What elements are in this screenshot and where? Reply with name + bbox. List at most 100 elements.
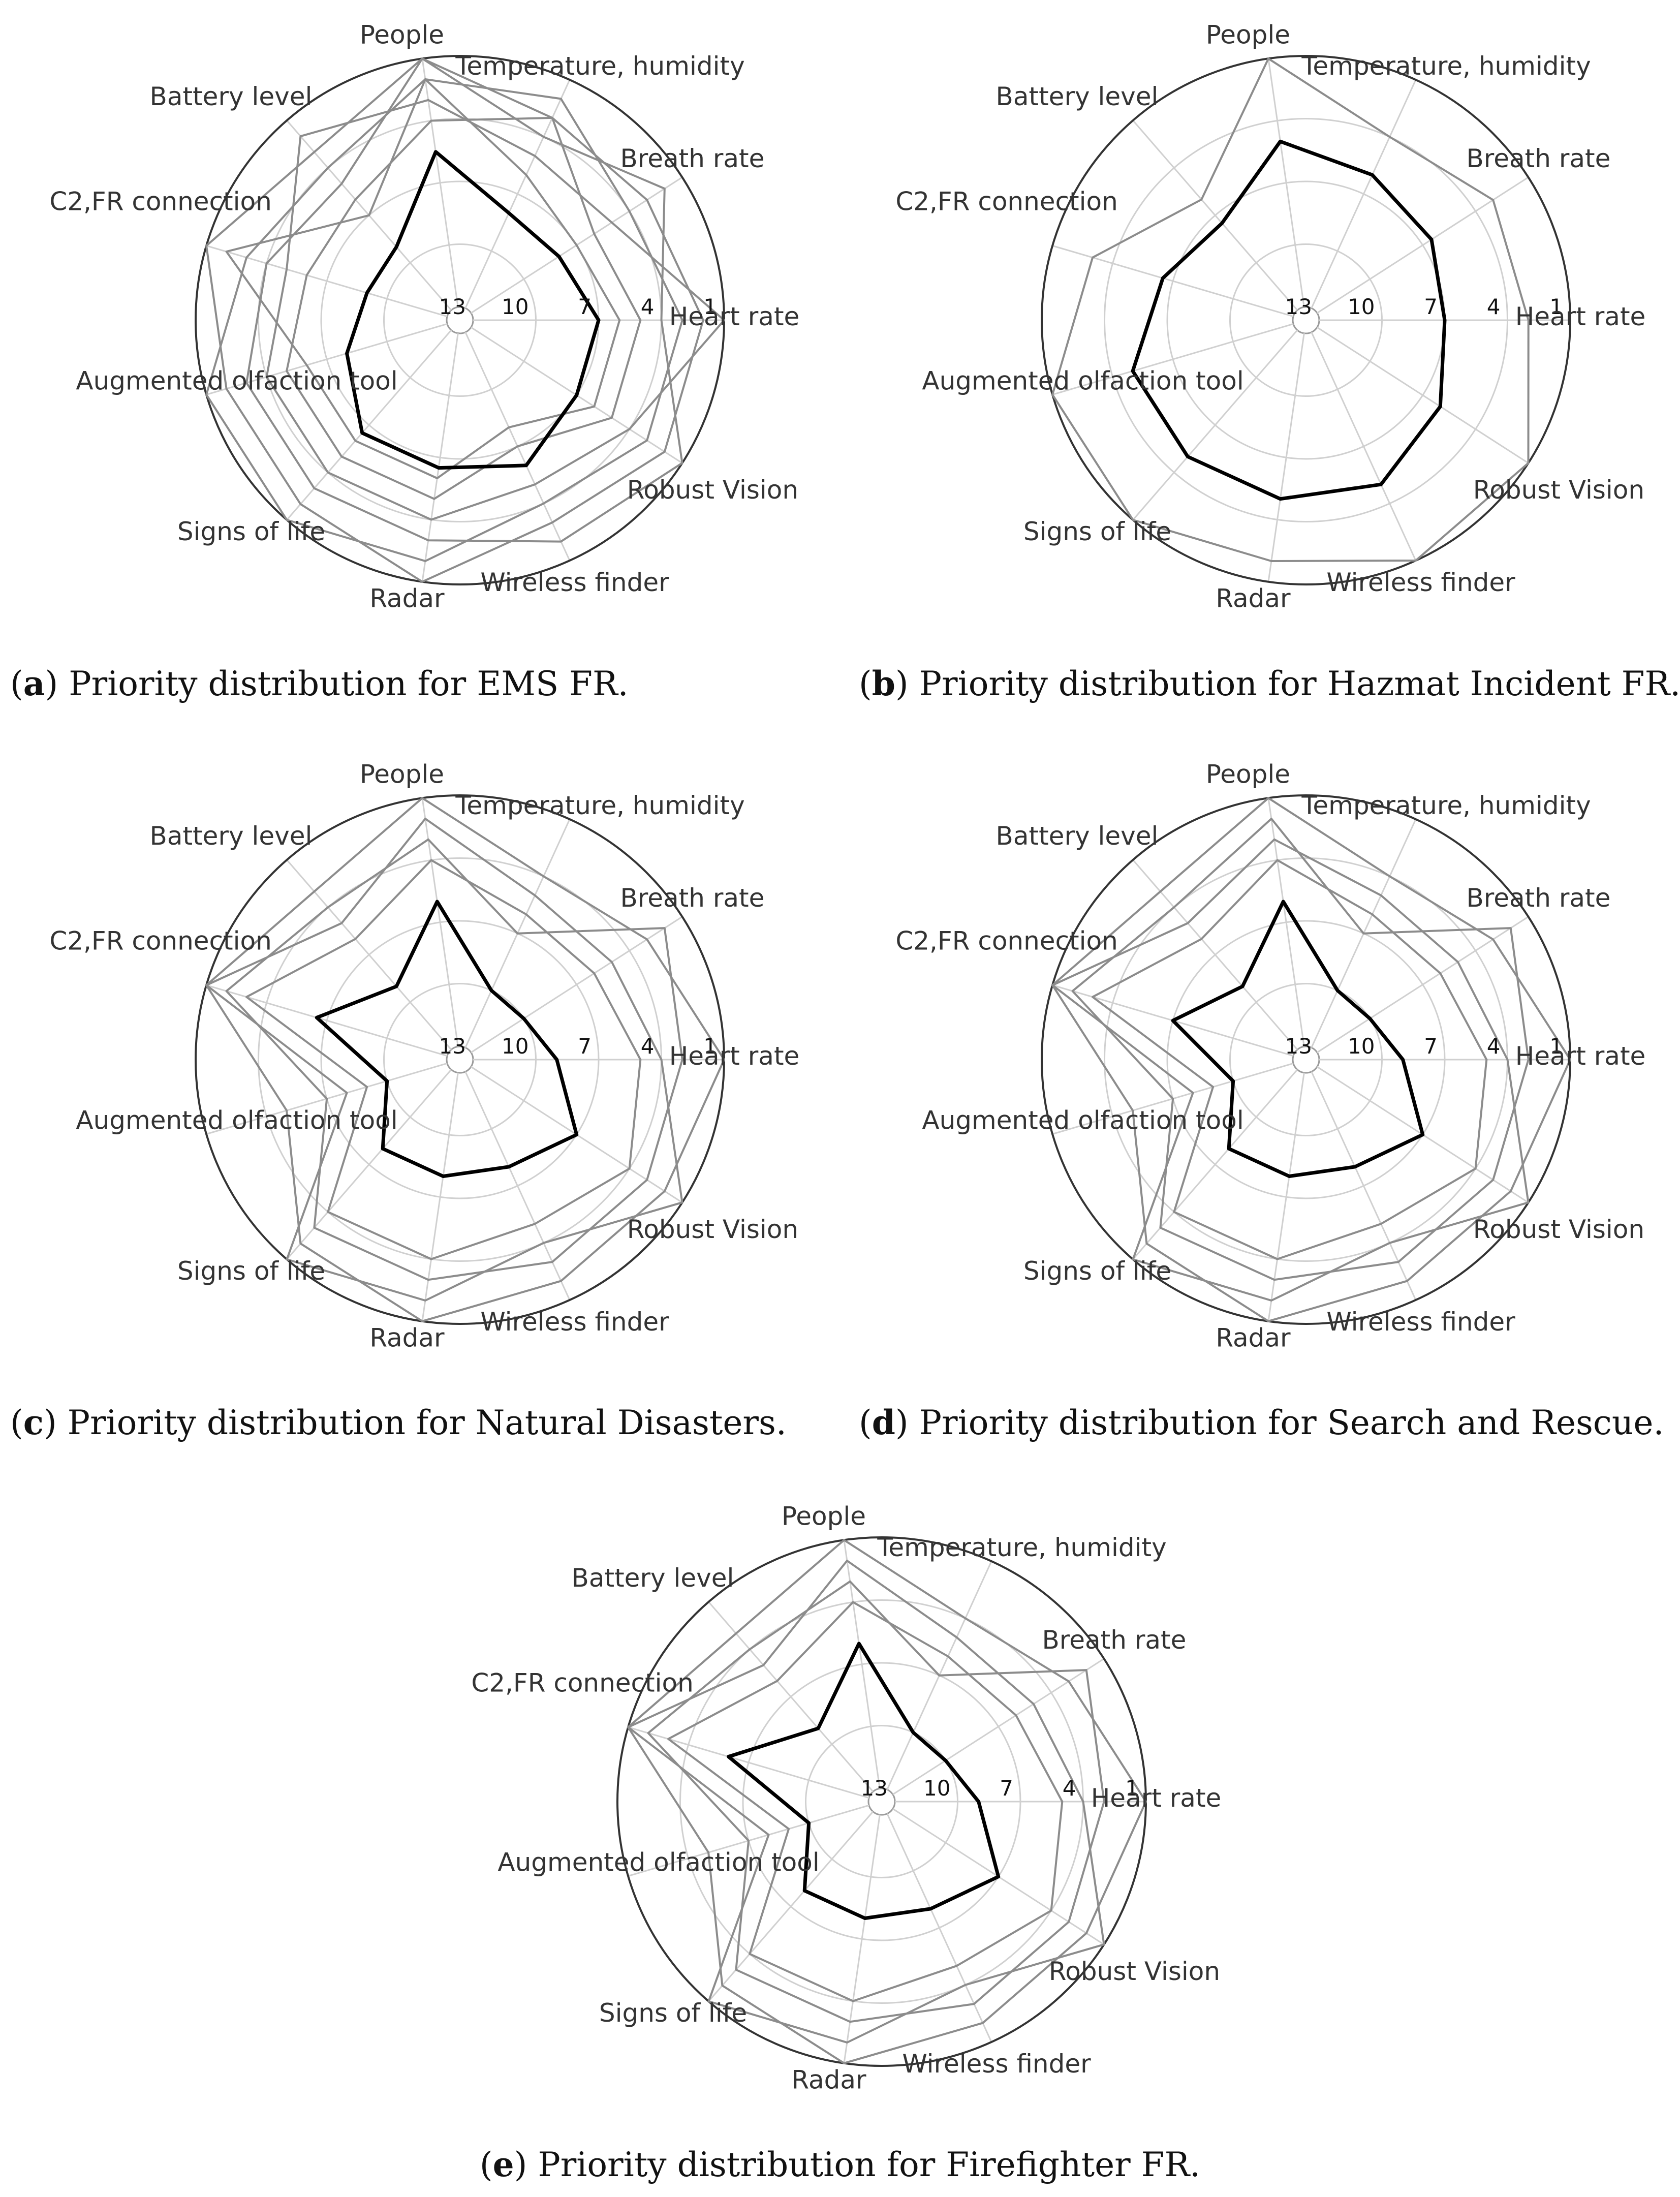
grid-spoke — [1267, 58, 1305, 307]
caption-letter: e — [493, 2145, 514, 2184]
figure-caption: (d) Priority distribution for Search and… — [859, 1403, 1664, 1442]
grid-spoke — [843, 1814, 881, 2063]
axis-label: Breath rate — [1466, 883, 1610, 913]
grid-spoke — [421, 58, 459, 307]
axis-label: Signs of life — [177, 1256, 325, 1286]
series-line — [647, 1580, 1105, 2023]
series-line — [205, 818, 683, 1302]
radial-tick-label: 4 — [1487, 1034, 1501, 1059]
axis-label: Wireless finder — [480, 1307, 669, 1337]
axis-label: Battery level — [572, 1563, 734, 1593]
figure-caption: (e) Priority distribution for Firefighte… — [480, 2145, 1200, 2184]
series-line — [1051, 838, 1530, 1302]
axis-label: Radar — [369, 584, 445, 613]
axis-label: Augmented olfaction tool — [76, 1106, 397, 1135]
caption-letter: d — [872, 1403, 895, 1442]
radial-tick-label: 1 — [703, 294, 717, 319]
grid-spoke — [628, 1726, 869, 1799]
axis-label: Breath rate — [620, 883, 764, 913]
axis-label: Signs of life — [599, 1998, 747, 2028]
radial-tick-label: 13 — [1285, 1034, 1312, 1059]
series-line-highlight — [1131, 139, 1447, 501]
grid-spoke — [1267, 1072, 1305, 1321]
radial-tick-label: 13 — [1285, 294, 1312, 319]
axis-label: Augmented olfaction tool — [497, 1848, 819, 1877]
radial-tick-label: 1 — [703, 1034, 717, 1059]
series-line — [627, 1539, 1147, 2064]
axis-label: People — [1206, 759, 1290, 789]
radial-tick-label: 10 — [502, 294, 528, 319]
axis-label: Signs of life — [1023, 1256, 1171, 1286]
axis-label: Augmented olfaction tool — [922, 1106, 1243, 1135]
axis-label: Wireless finder — [480, 568, 669, 597]
axis-label: Radar — [1216, 584, 1291, 613]
axis-label: Robust Vision — [627, 475, 798, 505]
series-line — [1051, 797, 1571, 1322]
axis-label: Temperature, humidity — [1301, 791, 1591, 820]
axis-label: Wireless finder — [1326, 1307, 1515, 1337]
grid-spoke — [1052, 245, 1294, 318]
grid-spoke — [1311, 332, 1417, 561]
axis-label: Radar — [1216, 1323, 1291, 1353]
grid-spoke — [1267, 333, 1305, 582]
series-line — [225, 838, 683, 1281]
radial-tick-label: 1 — [1125, 1776, 1139, 1801]
axis-label: C2,FR connection — [895, 187, 1118, 216]
grid-spoke — [1311, 79, 1417, 308]
axis-label: Battery level — [996, 82, 1159, 111]
axis-label: Battery level — [150, 821, 313, 851]
axis-label: Breath rate — [620, 144, 764, 173]
axis-label: Temperature, humidity — [1301, 51, 1591, 81]
grid-spoke — [1132, 120, 1298, 311]
radial-tick-label: 1 — [1549, 294, 1563, 319]
radial-tick-label: 4 — [1063, 1776, 1076, 1801]
axis-label: Wireless finder — [1326, 568, 1515, 597]
axis-label: Heart rate — [669, 302, 800, 331]
series-line — [286, 116, 642, 500]
radial-tick-label: 10 — [1348, 1034, 1375, 1059]
series-line-highlight — [727, 1642, 1001, 1920]
grid-spoke — [1317, 916, 1529, 1054]
series-line — [627, 1560, 1105, 2044]
axis-label: Temperature, humidity — [455, 791, 744, 820]
radial-tick-label: 7 — [1424, 1034, 1438, 1059]
outer-ring — [1041, 55, 1571, 585]
axis-label: Temperature, humidity — [455, 51, 744, 81]
grid-spoke — [1132, 859, 1298, 1050]
axis-label: Robust Vision — [1473, 475, 1644, 505]
caption-letter: a — [23, 664, 45, 703]
grid-spoke — [1052, 323, 1294, 395]
axis-label: Robust Vision — [1049, 1957, 1220, 1986]
grid-spoke — [1317, 326, 1529, 464]
radial-tick-label: 4 — [641, 1034, 655, 1059]
grid-spoke — [421, 1072, 459, 1321]
grid-spoke — [1317, 176, 1529, 314]
radial-tick-label: 10 — [1348, 294, 1375, 319]
figure-caption: (b) Priority distribution for Hazmat Inc… — [859, 664, 1680, 703]
axis-label: Signs of life — [1023, 517, 1171, 546]
axis-label: People — [360, 20, 444, 49]
axis-label: Augmented olfaction tool — [922, 366, 1243, 396]
axis-label: C2,FR connection — [49, 187, 272, 216]
radial-tick-label: 7 — [578, 294, 592, 319]
axis-label: Heart rate — [1515, 1041, 1646, 1071]
radial-tick-label: 4 — [641, 294, 655, 319]
axis-label: C2,FR connection — [471, 1668, 694, 1697]
axis-label: Battery level — [996, 821, 1159, 851]
axis-label: C2,FR connection — [49, 926, 272, 955]
series-line — [205, 78, 683, 562]
caption-letter: b — [872, 664, 895, 703]
axis-label: Signs of life — [177, 517, 325, 546]
axis-label: People — [360, 759, 444, 789]
radial-tick-label: 4 — [1487, 294, 1501, 319]
grid-spoke — [1311, 1071, 1417, 1301]
axis-label: People — [1206, 20, 1290, 49]
radial-tick-label: 10 — [502, 1034, 528, 1059]
axis-label: Robust Vision — [1473, 1215, 1644, 1244]
axis-label: Radar — [791, 2065, 866, 2095]
radial-tick-label: 1 — [1549, 1034, 1563, 1059]
axis-label: Breath rate — [1042, 1625, 1186, 1655]
